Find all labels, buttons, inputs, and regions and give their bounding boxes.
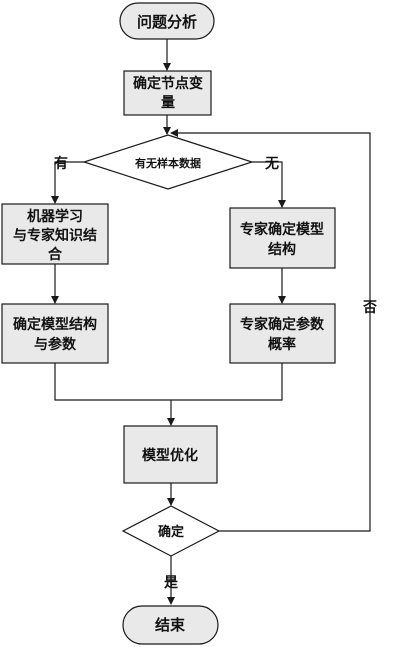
optimize-box: [123, 425, 218, 484]
ml-combine-box: [1, 203, 109, 265]
decision-data-label: 有无样本数据: [135, 156, 201, 170]
fix-structure-params-label-line2: 与参数: [34, 336, 77, 353]
expert-params-label-line2: 概率: [268, 336, 296, 353]
ml-combine-label-line3: 合: [48, 246, 63, 263]
edge-label-yes-end: 是: [164, 575, 179, 591]
end-label: 结束: [155, 616, 186, 634]
expert-params-box: [229, 303, 336, 364]
arrow-confirm-loop-back: [170, 129, 371, 532]
fix-structure-params-label-line1: 确定模型结构: [13, 316, 97, 333]
start-terminal: [119, 2, 215, 40]
expert-params-label-line1: 专家确定参数: [240, 316, 325, 333]
arrow-decision-yes: [51, 161, 84, 204]
edge-label-no-data: 无: [264, 156, 279, 172]
expert-structure-label-line1: 专家确定模型: [240, 221, 324, 238]
confirm-diamond: [121, 505, 221, 557]
merge-lines: [54, 363, 283, 401]
edge-label-no-loop: 否: [362, 300, 377, 316]
end-terminal: [122, 605, 219, 645]
ml-combine-label-line1: 机器学习: [27, 208, 83, 225]
optimize-label: 模型优化: [142, 447, 198, 464]
decision-data-diamond: [82, 134, 254, 190]
start-label: 问题分析: [137, 13, 197, 31]
define-nodes-label-line2: 量: [161, 95, 175, 111]
arrow-decision-no: [252, 161, 286, 208]
expert-structure-box: [229, 207, 336, 269]
expert-structure-label-line2: 结构: [268, 241, 296, 258]
define-nodes-label-line1: 确定节点变: [133, 75, 203, 92]
edge-label-yes-data: 有: [54, 155, 68, 172]
confirm-label: 确定: [158, 524, 184, 540]
define-nodes-box: [123, 70, 212, 116]
fix-structure-params-box: [1, 303, 109, 364]
ml-combine-label-line2: 与专家知识结: [13, 227, 97, 244]
